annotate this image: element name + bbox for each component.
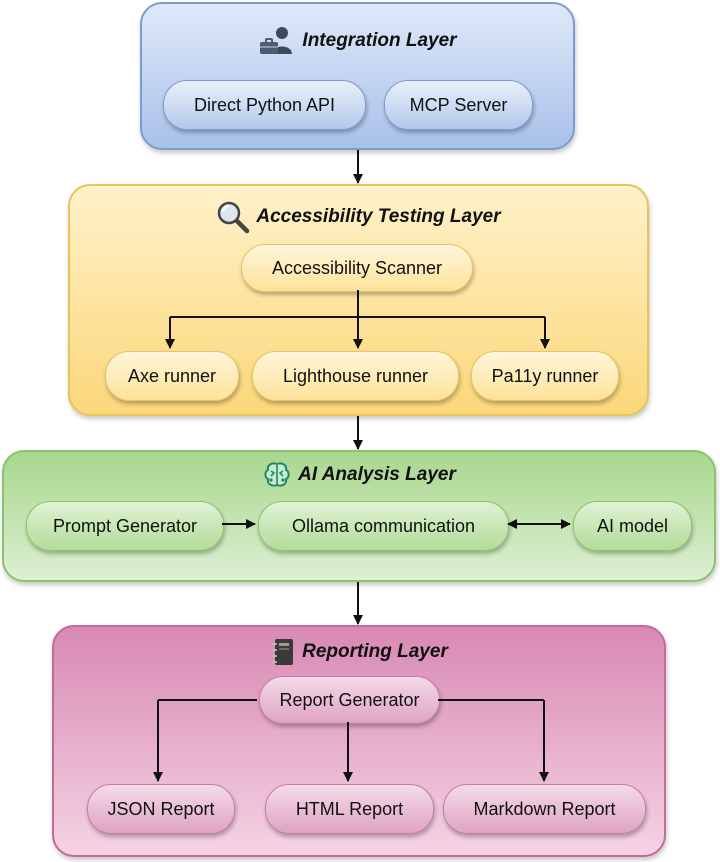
- accessibility-scanner-node[interactable]: Accessibility Scanner: [241, 244, 473, 292]
- integration-layer-label: Integration Layer: [302, 30, 457, 51]
- notebook-icon: [272, 639, 294, 665]
- ai-model-node[interactable]: AI model: [573, 501, 692, 551]
- reporting-layer: Reporting Layer Report Generator JSON Re…: [52, 625, 666, 857]
- accessibility-layer-label: Accessibility Testing Layer: [256, 206, 501, 227]
- pa11y-runner-node[interactable]: Pa11y runner: [471, 351, 619, 401]
- ai-layer-label: AI Analysis Layer: [298, 464, 456, 485]
- direct-python-api-node[interactable]: Direct Python API: [163, 80, 366, 130]
- ai-analysis-layer: AI Analysis Layer Prompt Generator Ollam…: [2, 450, 716, 582]
- report-generator-node[interactable]: Report Generator: [259, 676, 440, 724]
- ollama-communication-node[interactable]: Ollama communication: [258, 501, 509, 551]
- user-briefcase-icon: [260, 27, 293, 54]
- html-report-node[interactable]: HTML Report: [265, 784, 434, 834]
- ai-layer-title: AI Analysis Layer: [4, 460, 714, 490]
- axe-runner-node[interactable]: Axe runner: [105, 351, 239, 401]
- reporting-layer-label: Reporting Layer: [302, 641, 448, 662]
- brain-chip-icon: [264, 462, 290, 487]
- integration-layer-title: Integration Layer: [142, 26, 573, 56]
- markdown-report-node[interactable]: Markdown Report: [443, 784, 646, 834]
- prompt-generator-node[interactable]: Prompt Generator: [26, 501, 224, 551]
- json-report-node[interactable]: JSON Report: [87, 784, 235, 834]
- mcp-server-node[interactable]: MCP Server: [384, 80, 533, 130]
- reporting-layer-title: Reporting Layer: [54, 637, 664, 667]
- lighthouse-runner-node[interactable]: Lighthouse runner: [252, 351, 459, 401]
- accessibility-layer-title: Accessibility Testing Layer: [70, 200, 647, 234]
- integration-layer: Integration Layer Direct Python API MCP …: [140, 2, 575, 150]
- magnifier-icon: [218, 201, 250, 234]
